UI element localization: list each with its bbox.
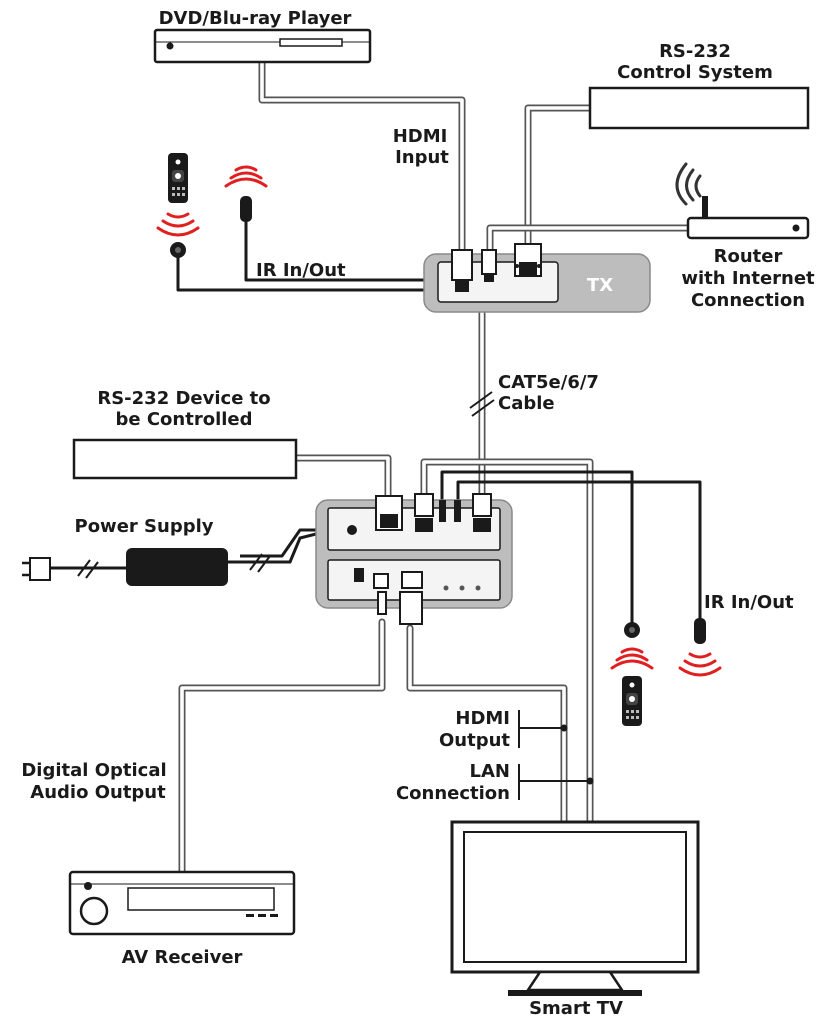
rx-hdbt-port-icon [472,493,492,517]
rs232-device-cable [292,454,392,502]
router-label-1: Router [714,246,783,267]
av-receiver-icon [68,870,296,936]
hdmi-output-label-2: Output [439,730,510,751]
ir-emitter-icon [240,196,252,222]
hdmi-input-label-1: HDMI [393,126,448,147]
cable-label-2: Cable [498,393,555,414]
optical-label-2: Audio Output [30,782,166,803]
disc-tray-icon [279,38,343,47]
rx-lan-port-icon [414,493,434,517]
hdmi-out-port-icon [401,571,423,589]
optical-cable [178,618,386,876]
wifi-signal-icon [675,162,702,206]
rs232-control-cable [524,104,594,249]
remote-control-icon-rx [622,676,642,726]
ir-emitter-signal-icon [224,165,268,188]
router-label-2: with Internet [681,268,815,289]
ir-emitter-icon-rx [694,618,706,644]
hdmi-input-label-2: Input [395,147,449,168]
rs232-device-label-2: be Controlled [115,409,252,430]
ir-receiver-icon [170,242,186,258]
ir-signal-icon [156,212,200,237]
smart-tv-label: Smart TV [529,998,623,1019]
rs232-control-label-1: RS-232 [659,41,731,62]
av-receiver-label: AV Receiver [122,947,243,968]
ir-signal-icon-rx [610,647,654,670]
power-led-icon [166,42,174,50]
ir-rx-label: IR In/Out [704,592,794,613]
router-icon [675,162,810,240]
tx-unit [423,243,651,313]
cable-label-1: CAT5e/6/7 [498,372,599,393]
lan-label-2: Connection [396,783,510,804]
ir-emitter-signal-icon-rx [678,652,722,677]
lan-label-1: LAN [470,761,510,782]
output-brackets [518,710,594,800]
optical-port-icon [373,573,389,589]
ir-jack-icon [439,500,446,522]
service-port-icon [354,568,364,582]
ir-tx-label: IR In/Out [256,260,346,281]
rs232-device-label-1: RS-232 Device to [97,388,270,409]
dc-jack-icon [347,525,357,535]
ir-receiver-icon-rx [624,622,640,638]
lan-port-icon [481,249,497,275]
power-supply-label: Power Supply [75,516,214,537]
dvd-player [153,28,372,64]
optical-label-1: Digital Optical [21,760,166,781]
hdmi-output-label-1: HDMI [455,708,510,729]
rx-unit [315,493,513,625]
ir-jack-icon-2 [454,500,461,522]
cable-break-icon [469,391,495,417]
remote-control-icon [168,153,188,203]
tx-label: TX [587,275,613,296]
rs232-control-system [588,86,810,130]
hdmi-port-icon [451,249,473,281]
dvd-label: DVD/Blu-ray Player [159,8,352,29]
rs232-control-label-2: Control System [617,62,773,83]
router-label-3: Connection [691,290,805,311]
power-supply-icon [22,528,333,586]
rs232-device [72,438,298,480]
smart-tv-icon [450,820,700,996]
cables [178,58,692,876]
